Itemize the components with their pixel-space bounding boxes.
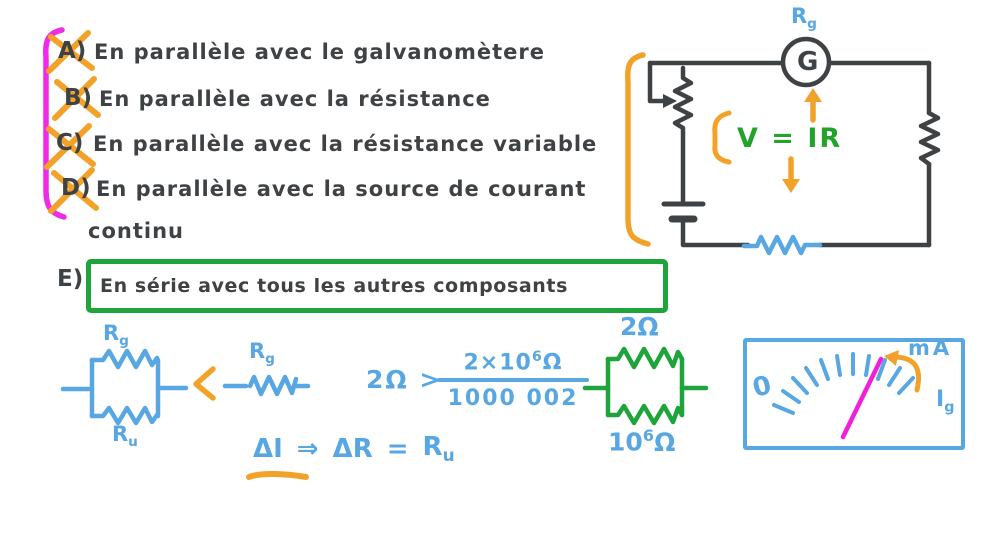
green-parallel-top-resistor [605,346,685,370]
implies-arrow: ⇒ [296,433,319,464]
answer-letter: E) [57,266,84,292]
green-parallel-bottom-resistor [605,403,685,426]
delta-i-underline [246,471,309,480]
fraction-denominator: 1000 002 [447,386,579,412]
less-than-glyph [193,366,216,401]
green-parallel-top-label: 2Ω [620,312,659,341]
ten-exponent: 6 [642,426,655,445]
up-arrow-head [804,88,822,102]
option-d-continuation: continu [88,219,184,243]
right-resistor [918,110,941,167]
option-c-letter: C) [56,130,84,156]
option-a-letter: A) [58,38,87,64]
rg-sub: g [807,16,817,33]
blue-parallel-bottom-resistor [89,405,160,426]
circuit-bottom-wire [680,218,932,248]
rg-sub: g [265,351,275,368]
blue-parallel-top-label: Rg [103,323,129,349]
formula-bracket [712,110,732,165]
single-resistor-label: Rg [249,341,275,367]
delta-r: ΔR [332,433,373,464]
blue-parallel-verticals [89,357,161,419]
green-parallel-bottom-label: 106Ω [608,426,676,457]
option-d-letter: D) [61,175,91,201]
single-resistor-zigzag [247,374,299,397]
blue-parallel-bottom-label: Ru [112,424,138,450]
variable-resistor [672,65,694,205]
circuit-bracket [624,52,651,247]
num-unit: Ω [542,350,563,376]
rg-sub: g [119,333,129,350]
num-base: 2×10 [463,350,532,376]
ammeter-frame [743,338,965,450]
green-parallel-verticals [605,356,685,418]
galvanometer-letter: G [797,47,819,77]
num-exponent: 6 [531,349,543,365]
inequality-lhs: 2Ω > [366,365,443,394]
down-arrow-head [782,179,800,193]
fraction-bar [437,378,589,383]
option-b-letter: B) [64,85,93,111]
fraction-numerator: 2×106Ω [437,349,589,375]
option-c-text: En parallèle avec la résistance variable [93,132,598,156]
ohms-law-formula: V = IR [737,123,843,154]
answer-text: En série avec tous les autres composants [100,275,569,297]
rg-base: R [103,321,120,345]
ru-base: R [112,422,129,446]
ru-sub: u [128,434,138,451]
meter-unit-label: mA [908,336,953,360]
option-b-text: En parallèle avec la résistance [99,87,491,111]
circuit-rg-label: Rg [791,6,817,32]
ohm-unit: Ω [654,427,676,457]
blue-parallel-top-resistor [89,348,160,370]
ru-base: R [422,432,443,462]
ru-term: Ru [423,432,455,465]
option-d-text: En parallèle avec la source de courant [96,177,587,201]
ig-sub: g [944,399,955,416]
option-a-text: En parallèle avec le galvanomètere [94,40,545,64]
bottom-blue-resistor [741,234,823,256]
delta-equation: ΔI ⇒ ΔR = Ru [253,432,455,465]
wiper-arrowhead [663,94,677,108]
rg-base: R [791,4,808,28]
equals-sign: = [386,433,409,464]
ru-sub: u [442,445,455,466]
rg-base: R [249,339,266,363]
delta-i: ΔI [253,433,283,464]
resistance-fraction: 2×106Ω 1000 002 [437,349,589,411]
ten-base: 10 [608,427,643,457]
answer-highlight-box: En série avec tous les autres composants [86,259,668,313]
meter-ig-label: Ig [936,389,954,415]
ig-base: I [936,387,945,412]
